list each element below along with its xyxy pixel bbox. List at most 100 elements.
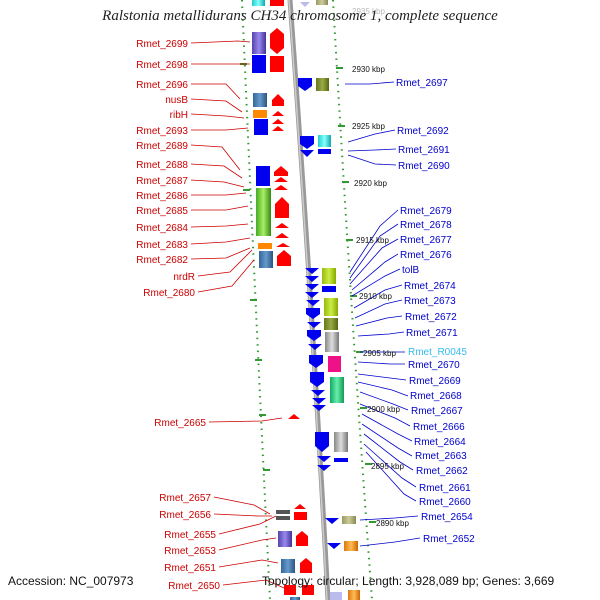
- gene-label: Rmet_2654: [421, 512, 473, 523]
- gene-label: Rmet_2676: [400, 250, 452, 261]
- gene-arrow: [270, 34, 284, 54]
- gene-label: Rmet_2687: [136, 176, 188, 187]
- gene-arrow: [315, 432, 329, 452]
- gene-block: [302, 585, 314, 595]
- gene-label: Rmet_2651: [164, 563, 216, 574]
- gene-label: Rmet_2674: [404, 281, 456, 292]
- gene-arrow: [325, 518, 339, 524]
- gene-block: [325, 332, 339, 352]
- kbp-label: 2920 kbp: [354, 179, 387, 188]
- gene-arrow: [300, 136, 314, 149]
- accession-text: Accession: NC_007973: [8, 574, 134, 588]
- gene-arrow: [305, 268, 319, 274]
- gene-arrow: [307, 330, 321, 341]
- gene-label: Rmet_2691: [398, 145, 450, 156]
- gene-label: Rmet_2656: [159, 510, 211, 521]
- gene-arrow: [277, 250, 291, 266]
- major-ticks: [240, 63, 376, 523]
- gene-block: [328, 356, 341, 372]
- gene-block: [316, 0, 328, 5]
- gene-label: Rmet_2652: [423, 534, 475, 545]
- gene-label: Rmet_2655: [164, 530, 216, 541]
- gene-label: Rmet_2686: [136, 191, 188, 202]
- gene-label: Rmet_2696: [136, 80, 188, 91]
- gene-arrow: [272, 126, 284, 131]
- gene-arrow: [312, 398, 326, 404]
- gene-block: [281, 559, 295, 573]
- kbp-label: 2930 kbp: [352, 65, 385, 74]
- gene-arrow: [274, 166, 288, 176]
- gene-label: Rmet_2684: [136, 223, 188, 234]
- gene-block: [330, 377, 344, 403]
- gene-label: Rmet_2650: [168, 581, 220, 592]
- gene-label: Rmet_R0045: [408, 347, 467, 358]
- gene-arrow: [274, 185, 288, 190]
- kbp-label: 2890 kbp: [376, 519, 409, 528]
- forward-genes: [252, 0, 314, 600]
- gene-block: [324, 298, 338, 316]
- gene-block: [334, 458, 348, 462]
- left-leader-lines: [190, 40, 285, 589]
- gene-label: Rmet_2683: [136, 240, 188, 251]
- gene-label: nusB: [165, 95, 188, 106]
- gene-block: [330, 592, 342, 600]
- gene-arrow: [272, 119, 284, 124]
- gene-label: ribH: [170, 110, 188, 121]
- gene-label: Rmet_2661: [419, 483, 471, 494]
- gene-block: [253, 93, 267, 107]
- gene-label: Rmet_2697: [396, 78, 448, 89]
- gene-arrow: [305, 276, 319, 282]
- kbp-label: 2925 kbp: [352, 122, 385, 131]
- kbp-label: 2895 kbp: [371, 462, 404, 471]
- gene-arrow: [327, 543, 341, 549]
- gene-block: [276, 516, 290, 520]
- gene-label: Rmet_2665: [154, 418, 206, 429]
- gene-block: [342, 516, 356, 524]
- gene-label: Rmet_2673: [404, 296, 456, 307]
- left-gene-labels: Rmet_2699 Rmet_2698 Rmet_2696 nusB ribH …: [136, 39, 220, 592]
- gene-arrow: [306, 300, 320, 306]
- gene-label: Rmet_2663: [415, 451, 467, 462]
- kbp-label: 2915 kbp: [356, 236, 389, 245]
- gene-label: Rmet_2680: [143, 288, 195, 299]
- gene-arrow: [275, 223, 289, 228]
- gene-block: [256, 166, 270, 186]
- gene-block: [270, 0, 284, 6]
- gene-block: [324, 318, 338, 330]
- gene-arrow: [274, 177, 288, 182]
- gene-label: Rmet_2657: [159, 493, 211, 504]
- gene-arrow: [298, 78, 312, 91]
- kbp-label: 2905 kbp: [363, 349, 396, 358]
- gene-label: Rmet_2660: [419, 497, 471, 508]
- gene-label: Rmet_2699: [136, 39, 188, 50]
- gene-arrow: [300, 558, 312, 573]
- gene-label: Rmet_2682: [136, 255, 188, 266]
- kbp-label: 2910 kbp: [359, 292, 392, 301]
- gene-block: [284, 585, 296, 595]
- gene-arrow: [309, 355, 323, 368]
- kbp-label: 2935 kbp: [352, 7, 385, 16]
- gene-label: Rmet_2666: [413, 422, 465, 433]
- gene-arrow: [307, 322, 321, 328]
- gene-block: [318, 135, 331, 147]
- gene-label: Rmet_2678: [400, 220, 452, 231]
- right-leader-lines: [345, 81, 421, 547]
- gene-label: Rmet_2679: [400, 206, 452, 217]
- gene-label: Rmet_2698: [136, 60, 188, 71]
- kbp-labels: 2935 kbp 2930 kbp 2925 kbp 2920 kbp 2915…: [352, 7, 409, 528]
- gene-block: [318, 149, 331, 154]
- gene-arrow: [296, 531, 308, 546]
- gene-label: Rmet_2662: [416, 466, 468, 477]
- gene-label: Rmet_2669: [409, 376, 461, 387]
- gene-block: [344, 541, 358, 551]
- gene-arrow: [272, 94, 284, 106]
- gene-arrow: [317, 456, 331, 462]
- reverse-genes: [298, 0, 360, 600]
- gene-label: tolB: [402, 265, 420, 276]
- gene-arrow: [312, 405, 326, 411]
- gene-block: [258, 243, 272, 249]
- gene-block: [252, 32, 266, 54]
- gene-label: Rmet_2685: [136, 206, 188, 217]
- gene-block: [252, 0, 265, 6]
